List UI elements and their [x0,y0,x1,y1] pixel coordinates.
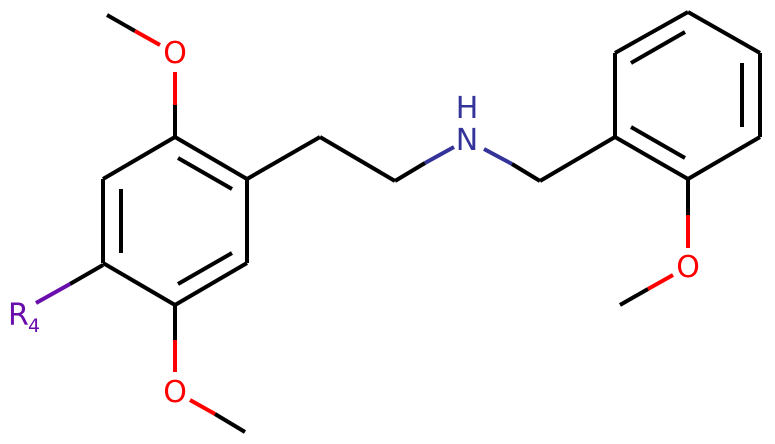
atom-labels: O O O N H R 4 [8,36,700,410]
oxygen-label-top: O [163,36,187,71]
bonds [35,10,762,434]
oxygen-label-right: O [676,250,700,285]
r-group-label: R [8,298,29,333]
nitrogen-label: N [456,123,478,158]
r-group-subscript: 4 [28,315,40,337]
hydrogen-label: H [456,91,479,126]
oxygen-label-bottom: O [163,375,187,410]
